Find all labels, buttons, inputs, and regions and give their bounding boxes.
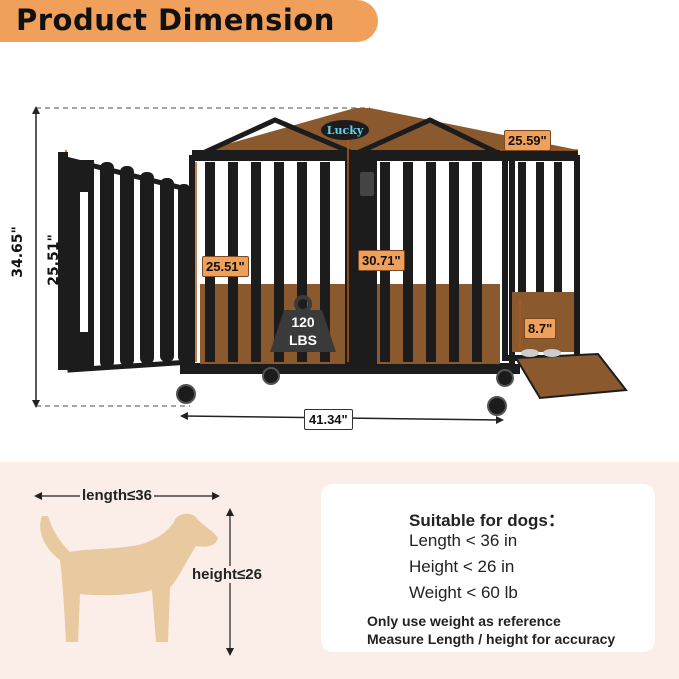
info-title: Suitable for dogs： (409, 511, 565, 530)
ramp (514, 352, 628, 400)
dog-length-label: length≤36 (80, 487, 154, 504)
info-weight: Weight < 60 lb (409, 583, 518, 602)
name-sign (321, 120, 369, 140)
door-height-label: 25.51" (46, 234, 62, 286)
center-height-label: 30.71" (358, 250, 405, 271)
info-card: Suitable for dogs： Length < 36 in Height… (321, 484, 655, 652)
sign-text: Lucky (327, 124, 364, 137)
open-door (58, 152, 193, 373)
depth-label: 25.59" (504, 130, 551, 151)
product-illustration: Lucky 120 LBS 34.65" 25.51" 25.51" 30.71… (0, 42, 679, 462)
weight-value: 120 (291, 314, 315, 330)
weight-unit: LBS (289, 332, 317, 348)
title-banner: Product Dimension (0, 0, 378, 42)
crate-drawing: Lucky 120 LBS 34.65" 25.51" (10, 106, 628, 424)
info-length: Length < 36 in (409, 531, 518, 550)
suitability-panel: length≤36 height≤26 Suitable for dogs： L… (0, 462, 679, 679)
info-height: Height < 26 in (409, 557, 515, 576)
total-height-label: 34.65" (10, 226, 26, 278)
dog-height-label: height≤26 (190, 566, 264, 583)
width-label: 41.34" (304, 409, 353, 430)
page-title: Product Dimension (16, 3, 335, 37)
weight-icon (270, 295, 336, 352)
note-measure: Measure Length / height for accuracy (367, 631, 616, 647)
drawer-height-label: 8.7" (524, 318, 557, 339)
note-weight: Only use weight as reference (367, 613, 561, 629)
wheels (176, 367, 514, 416)
inner-height-label: 25.51" (202, 256, 249, 277)
